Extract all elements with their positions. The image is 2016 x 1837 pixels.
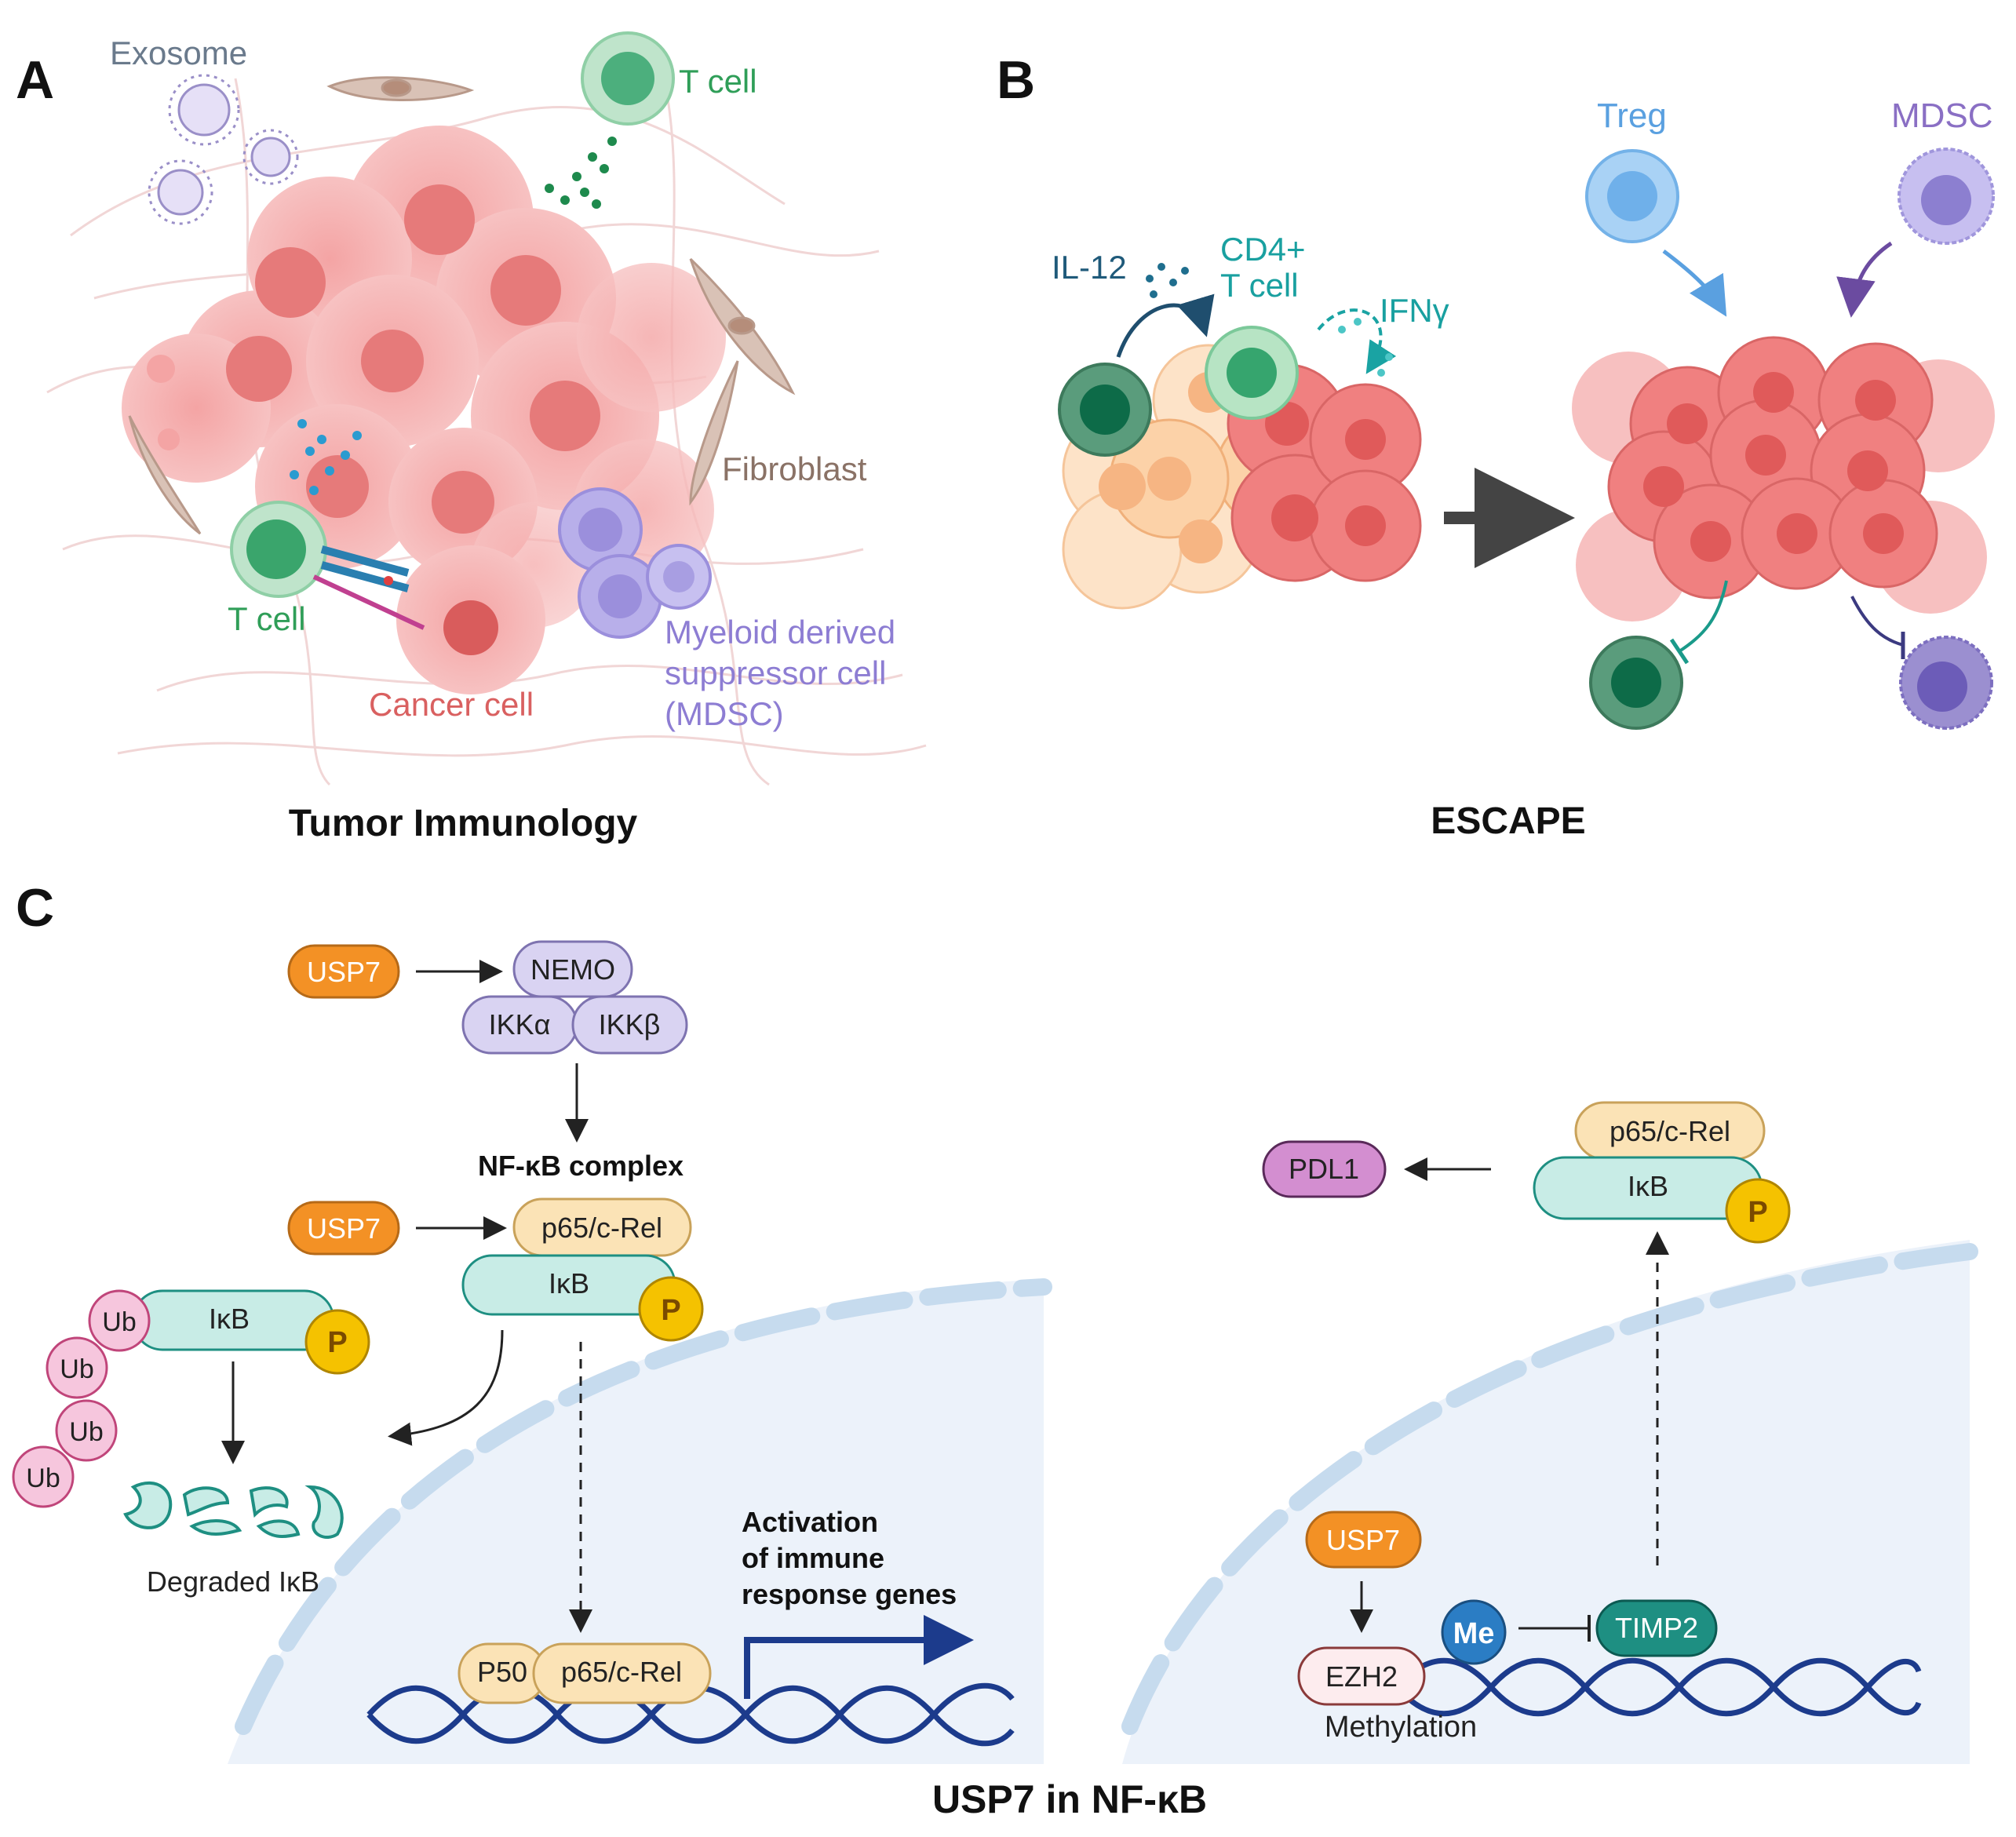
mdsc-arrow [1836,241,1893,318]
phospho-degraded [304,1309,370,1375]
ifng-arrow [1317,308,1397,374]
ikka-label: IKKα [489,1008,551,1041]
inhibited-mdsc [1899,636,1993,730]
il12-label: IL-12 [1052,249,1127,286]
exosome-group [148,74,299,225]
mdsc-inhibition [1850,596,1904,647]
p65-label-1: p65/c-Rel [541,1212,662,1244]
nemo-box [512,940,633,998]
methylation-label: Methylation [1325,1711,1477,1744]
pdl1-box [1262,1140,1387,1198]
mdsc-label-line1: Myeloid derived [665,614,895,651]
ub-label-3: Ub [69,1417,103,1447]
ikb-label-right: IκB [1628,1170,1668,1202]
p50-label: P50 [477,1656,527,1688]
activation-label-line3: response genes [742,1578,957,1610]
degradation-arrow [388,1329,504,1446]
exosome-label: Exosome [110,35,247,71]
t-cell-bottom-label: T cell [228,600,306,637]
t-cell-top [545,31,675,209]
timp2-label: TIMP2 [1615,1612,1698,1644]
phospho-label-degraded: P [327,1326,347,1359]
treg-label: Treg [1597,97,1667,135]
inhibited-t-cell [1589,636,1683,730]
panel-c: C USP7 NEMO IKKα IKKβ NF-κB complex USP7… [12,878,1978,1821]
ubiquitin-chain [12,1289,151,1508]
cd4-label-line1: CD4+ [1220,231,1306,268]
activation-label-line2: of immune [742,1542,884,1574]
usp7-box-2 [287,1201,400,1256]
ikb-label-1: IκB [549,1267,589,1299]
mdsc-group [558,487,712,639]
dna-right [1394,1657,1922,1717]
cancer-cell-label: Cancer cell [369,686,534,723]
il12-dots [1146,263,1189,298]
panel-c-caption: USP7 in NF-κB [932,1777,1207,1821]
phospho-right [1725,1178,1791,1244]
panel-a: A [16,31,927,844]
panel-b: B [997,50,1995,842]
t-cell-inhibition [1678,580,1728,653]
panel-a-letter: A [16,50,54,110]
usp7-box-1 [287,944,400,999]
t-cell-inhibition-bar [1669,638,1690,665]
ezh2-label: EZH2 [1325,1660,1398,1693]
pdl1-label: PDL1 [1289,1153,1359,1185]
cd4-label-line2: T cell [1220,267,1299,304]
timp2-box [1595,1599,1718,1657]
treg-arrow [1662,250,1727,317]
phospho-1 [638,1276,704,1342]
ezh2-box [1297,1646,1426,1706]
mdsc-label-b: MDSC [1891,97,1993,135]
il12-arrow [1116,293,1215,358]
activation-label-line1: Activation [742,1506,878,1538]
fibroblast-label: Fibroblast [722,450,867,487]
nfkb-complex-label: NF-κB complex [478,1150,684,1182]
phospho-label-right: P [1748,1196,1767,1229]
p65-label-right: p65/c-Rel [1610,1115,1730,1147]
fibroblast-group [128,76,796,535]
mdsc-cell-b [1898,148,1995,245]
usp7-box-3 [1305,1511,1422,1569]
panel-b-caption: ESCAPE [1431,800,1585,842]
degraded-ikb-fragments [123,1482,344,1539]
cd4-t-cell [1205,326,1299,420]
t-cell-bottom [230,501,425,630]
ikb-label-degraded: IκB [209,1303,250,1335]
usp7-label-1: USP7 [307,956,381,988]
panel-a-caption: Tumor Immunology [289,803,638,844]
mdsc-label-line2: suppressor cell [665,654,886,691]
ifng-label: IFNγ [1380,292,1449,329]
p65-label-nuclear: p65/c-Rel [561,1656,682,1688]
nucleus-right [1121,1240,1978,1764]
ub-label-2: Ub [60,1354,93,1384]
ifng-dots [1338,318,1393,377]
panel-b-letter: B [997,50,1035,110]
t-cell-top-label: T cell [679,63,757,100]
transcription-arrow [744,1615,974,1699]
ub-label-4: Ub [26,1463,60,1493]
treg-cell [1585,149,1679,243]
phospho-label-1: P [661,1294,680,1327]
ikkb-box [571,995,688,1055]
panel-c-letter: C [16,878,54,938]
tumor-cluster-escaped [1572,336,1995,621]
ikkb-label: IKKβ [599,1008,661,1041]
usp7-label-3: USP7 [1326,1524,1400,1556]
cancer-cell-cluster [122,126,726,694]
nemo-label: NEMO [530,953,615,986]
methyl-mark [1441,1599,1507,1665]
p65-box-nuclear [532,1642,712,1704]
cytokine-dots-blue [290,419,362,495]
usp7-label-2: USP7 [307,1212,381,1245]
degraded-label: Degraded IκB [147,1565,319,1598]
effector-t-cell [1058,363,1152,457]
methyl-label: Me [1453,1617,1495,1650]
ub-label-1: Ub [102,1307,136,1337]
mdsc-label-line3: (MDSC) [665,695,784,732]
